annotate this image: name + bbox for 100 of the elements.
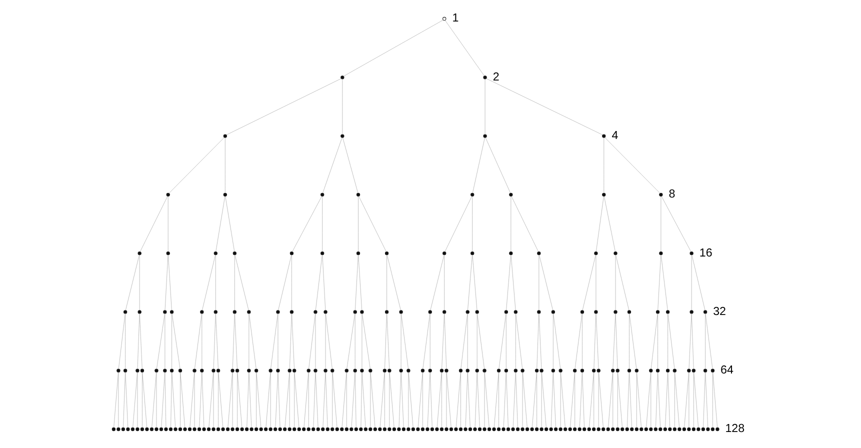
node-circle [116, 368, 120, 372]
connector [472, 196, 473, 252]
node-circle [659, 251, 663, 256]
connector [246, 372, 250, 428]
connector [315, 314, 316, 370]
node-circle [504, 368, 508, 372]
node-circle [540, 368, 544, 372]
node-circle [634, 427, 638, 432]
connector [332, 372, 333, 428]
node-circle [614, 251, 618, 256]
connector [589, 372, 594, 428]
connector [472, 254, 478, 310]
node-circle [596, 368, 600, 372]
connector [315, 254, 322, 310]
connector [304, 372, 309, 428]
node-circle [468, 427, 472, 432]
connector [389, 372, 394, 428]
node-circle [402, 427, 406, 432]
connector [139, 314, 142, 370]
connector [232, 314, 235, 370]
node-circle [170, 368, 174, 372]
node-circle [154, 427, 158, 432]
node-circle [656, 368, 660, 372]
node-circle [540, 427, 544, 432]
node-circle [212, 368, 216, 372]
node-circle [554, 427, 558, 432]
connector [342, 79, 343, 134]
node-circle [678, 427, 682, 432]
connector [650, 372, 652, 428]
node-circle [320, 251, 324, 256]
connector [389, 372, 390, 428]
connector [422, 372, 423, 428]
node-circle [163, 310, 167, 314]
connector [322, 138, 342, 194]
connector [538, 314, 542, 370]
node-circle [426, 427, 430, 432]
node-circle [594, 310, 598, 314]
node-circle [340, 134, 344, 138]
connector [370, 372, 371, 428]
connector [248, 314, 256, 370]
connector [208, 372, 214, 428]
node-circle [116, 427, 120, 432]
label: 16 [699, 246, 712, 260]
connector [358, 196, 386, 252]
node-circle [458, 368, 463, 372]
node-circle [420, 368, 425, 372]
connector [484, 79, 486, 134]
connector [346, 314, 356, 370]
node-circle [288, 368, 292, 372]
node-circle [551, 368, 556, 372]
connector [477, 372, 480, 428]
node-circle [276, 310, 280, 314]
node-circle [168, 427, 173, 432]
connector [594, 314, 596, 370]
node-circle [506, 427, 510, 432]
connector [125, 254, 140, 310]
connector [132, 372, 138, 428]
node-circle [428, 310, 432, 314]
node-circle [475, 310, 479, 314]
node-circle [592, 427, 596, 432]
node-circle [359, 427, 363, 432]
node-circle [316, 427, 320, 432]
node-circle [200, 310, 204, 314]
node-circle [306, 427, 310, 432]
connector [468, 372, 470, 428]
node-circle [136, 368, 140, 372]
node-circle [340, 76, 344, 80]
connector [553, 314, 561, 370]
connector [370, 372, 376, 428]
connector [516, 372, 518, 428]
node-circle [178, 368, 182, 372]
connector [503, 372, 506, 428]
node-circle [640, 427, 644, 432]
node-circle [230, 427, 234, 432]
connector [422, 314, 430, 370]
connector [691, 314, 694, 370]
connector [398, 372, 402, 428]
label: 8 [668, 188, 676, 201]
connector [346, 372, 347, 428]
connector [354, 372, 356, 428]
connector [582, 254, 596, 310]
connector [294, 372, 300, 428]
node-circle [483, 134, 487, 138]
node-circle [654, 427, 658, 432]
node-circle [596, 427, 600, 432]
node-circle [388, 368, 392, 372]
node-circle [283, 427, 287, 432]
connector [553, 372, 556, 428]
connector [650, 314, 658, 370]
connector [506, 372, 508, 428]
node-circle [344, 427, 348, 432]
connector [444, 20, 484, 76]
node-circle [428, 368, 432, 372]
connector [510, 254, 516, 310]
node-circle [206, 427, 211, 432]
connector [355, 254, 358, 310]
node-circle [344, 368, 348, 372]
connector [612, 314, 616, 370]
node-circle [330, 368, 334, 372]
connector [137, 314, 140, 370]
